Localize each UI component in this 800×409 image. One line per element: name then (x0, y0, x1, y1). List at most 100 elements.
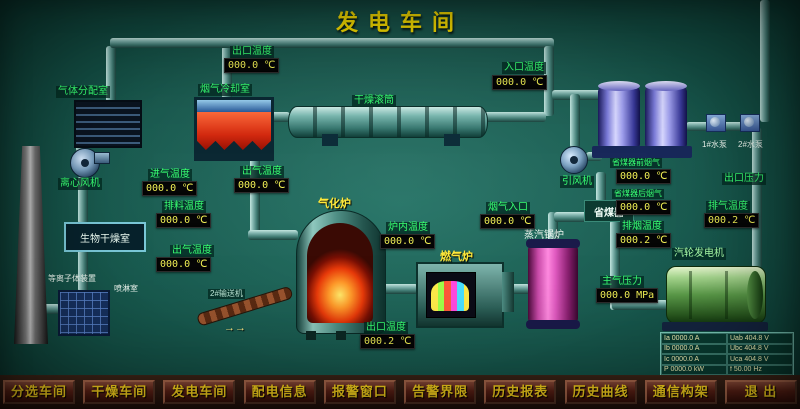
drum-support (322, 134, 338, 146)
discharge-temp-label: 排料温度 (162, 201, 206, 213)
table-cell: Ic 0000.0 A (661, 354, 727, 365)
pipe (40, 304, 60, 314)
nav-drying-workshop[interactable]: 干燥车间 (83, 380, 156, 404)
pipe (266, 112, 290, 122)
induced-fan-label: 引风机 (560, 176, 594, 188)
gasifier-leg (336, 331, 346, 340)
nav-power-workshop[interactable]: 发电车间 (163, 380, 236, 404)
table-cell: Uca 404.8 V (727, 354, 793, 365)
induced-fan-icon (560, 146, 588, 174)
chimney (14, 146, 48, 344)
flue-gas-inlet-display: 000.0 ℃ (480, 214, 536, 229)
exhaust-flue-temp-display: 000.2 ℃ (616, 233, 672, 248)
exhaust-temp-right-display: 000.2 ℃ (704, 213, 760, 228)
water-pump-1 (706, 114, 726, 132)
nav-history-curve[interactable]: 历史曲线 (564, 380, 637, 404)
spray-room-unit (58, 290, 110, 336)
pipe (382, 284, 418, 294)
page-title: 发电车间 (335, 10, 464, 35)
storage-tank-2 (645, 81, 687, 148)
nav-alarm-window[interactable]: 报警窗口 (323, 380, 396, 404)
bio-drying-room: 生物干燥室 (64, 222, 146, 252)
nav-exit-button[interactable]: 退 出 (724, 380, 797, 404)
fan-hub (81, 159, 89, 167)
pump2-label: 2#水泵 (738, 140, 763, 149)
cooling-water-band (197, 100, 271, 112)
table-cell: Ib 0000.0 A (661, 343, 727, 354)
pipe (78, 176, 88, 224)
pump-impeller-icon (744, 117, 754, 127)
pipe (78, 248, 88, 292)
boiler-top-cap (526, 239, 580, 248)
gasifier-leg (306, 331, 316, 340)
pipe (596, 172, 606, 202)
inlet-temp-top-display: 000.0 ℃ (492, 75, 548, 90)
nav-sorting-workshop[interactable]: 分选车间 (3, 380, 75, 404)
exhaust-temp-right-label: 排气温度 (706, 201, 750, 213)
pump1-label: 1#水泵 (702, 140, 727, 149)
furnace-window (426, 272, 476, 318)
furnace-outlet-temp-label: 出口温度 (364, 322, 408, 334)
conveyor-direction-arrows: →→ (224, 322, 246, 334)
outgas-temp-mid-display: 000.0 ℃ (234, 178, 290, 193)
nav-alarm-limits[interactable]: 告警界限 (404, 380, 477, 404)
exhaust-flue-temp-label: 排烟温度 (620, 221, 664, 233)
pipe (752, 128, 762, 268)
plasma-device-label: 等离子体装置 (48, 274, 96, 283)
pipe (498, 284, 530, 294)
furnace-inner-temp-display: 000.0 ℃ (380, 234, 436, 249)
outgas-temp-left-label: 出气温度 (170, 245, 214, 257)
water-pump-2 (740, 114, 760, 132)
turbine-ring (689, 271, 692, 319)
nav-history-report[interactable]: 历史报表 (484, 380, 557, 404)
drying-drum-label: 干燥滚筒 (352, 95, 396, 107)
outgas-temp-mid-label: 出气温度 (240, 166, 284, 178)
gas-furnace-label: 燃气炉 (440, 251, 473, 263)
outlet-temp-top-label: 出口温度 (230, 46, 274, 58)
eco-pre-flue-label: 省煤器前烟气 (610, 158, 662, 168)
table-cell: Uab 404.8 V (727, 333, 793, 344)
furnace-inner-temp-label: 炉内温度 (386, 222, 430, 234)
gas-distribution-chamber (74, 100, 142, 148)
turbine-generator-label: 汽轮发电机 (672, 248, 726, 260)
economizer-label: 省煤器 (594, 207, 624, 219)
table-cell: Ia 0000.0 A (661, 333, 727, 344)
pipe (484, 112, 546, 122)
tank-base (592, 146, 692, 158)
pipe (612, 300, 668, 310)
main-steam-pressure-display: 000.0 MPa (596, 288, 659, 303)
table-cell: f 50.00 Hz (727, 364, 793, 375)
flue-cooling-label: 烟气冷却室 (198, 84, 252, 96)
generator-data-table: Ia 0000.0 A Uab 404.8 V Ib 0000.0 A Ubc … (660, 332, 794, 376)
inlet-temp-top-label: 入口温度 (502, 62, 546, 74)
furnace-side-duct (502, 272, 514, 312)
gas-distribution-label: 气体分配室 (56, 86, 110, 98)
storage-tank-1 (598, 81, 640, 148)
eco-post-flue-label: 省煤器后烟气 (612, 189, 664, 199)
fan-duct (94, 152, 110, 164)
pipe (610, 220, 620, 310)
turbine-base (662, 322, 768, 331)
drum-support (444, 134, 460, 146)
boiler-bottom-cap (526, 320, 580, 329)
pipe (570, 94, 580, 148)
nav-power-distribution-info[interactable]: 配电信息 (243, 380, 316, 404)
pipe (110, 38, 554, 48)
flue-gas-cooling-chamber (194, 97, 274, 161)
turbine-endcap (747, 271, 763, 319)
pipe (554, 212, 588, 222)
spray-room-label: 喷淋室 (114, 284, 138, 293)
furnace-flame (431, 281, 469, 311)
outgas-temp-left-display: 000.0 ℃ (156, 257, 212, 272)
pump-impeller-icon (710, 117, 720, 127)
eco-pre-flue-display: 000.0 ℃ (616, 169, 672, 184)
pipe (106, 46, 116, 102)
intake-temp-display: 000.0 ℃ (142, 181, 198, 196)
nav-communication-frame[interactable]: 通信构架 (644, 380, 717, 404)
gasifier-label: 气化炉 (318, 198, 351, 210)
steam-boiler-vessel (526, 239, 580, 329)
main-steam-pressure-label: 主气压力 (600, 276, 644, 288)
gas-furnace-unit (416, 262, 514, 328)
table-cell: P 0000.0 kW (661, 364, 727, 375)
